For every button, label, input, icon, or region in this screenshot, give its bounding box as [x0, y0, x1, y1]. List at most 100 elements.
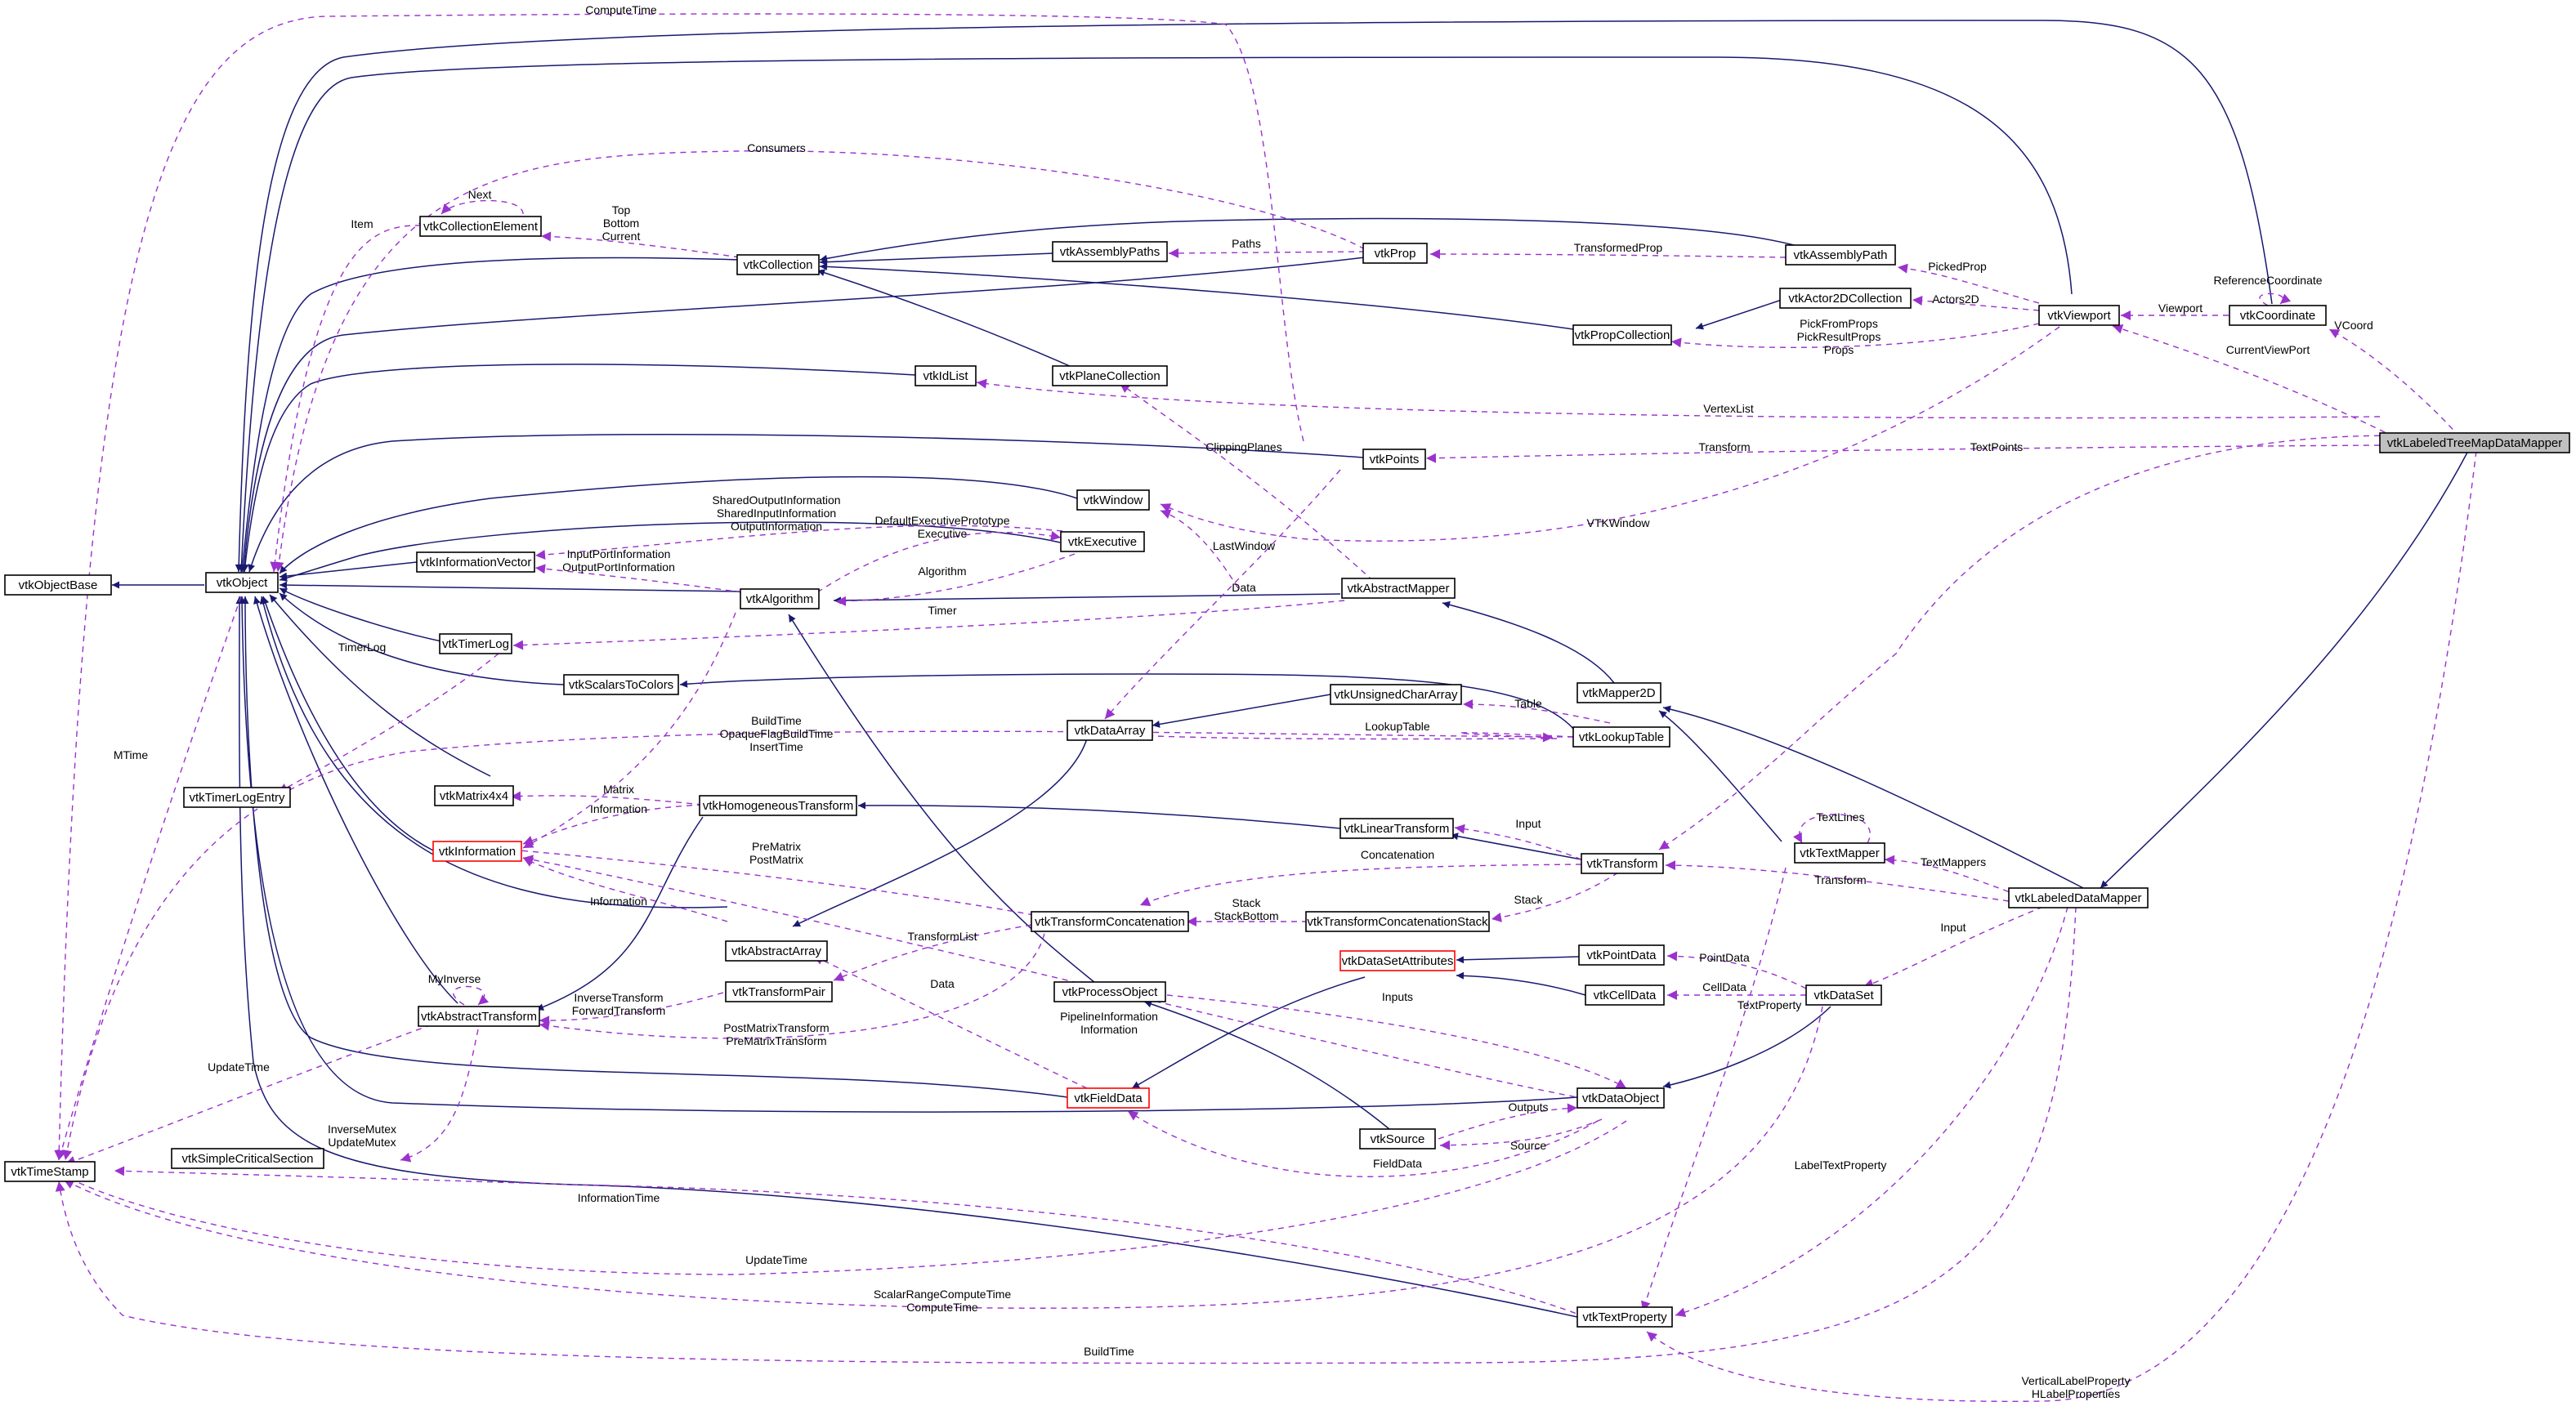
- node-vtkpointdata[interactable]: vtkPointData: [1578, 944, 1665, 966]
- svg-text:vtkTextProperty: vtkTextProperty: [1582, 1310, 1667, 1324]
- node-vtksimplecriticalsection[interactable]: vtkSimpleCriticalSection: [171, 1148, 324, 1169]
- label-transform-top: Transform: [1698, 440, 1750, 453]
- node-vtkfielddata[interactable]: vtkFieldData: [1067, 1087, 1150, 1109]
- node-vtktransformpair[interactable]: vtkTransformPair: [725, 981, 833, 1002]
- label-inputportinformation: InputPortInformation: [567, 547, 671, 560]
- node-vtkidlist[interactable]: vtkIdList: [915, 365, 977, 386]
- svg-text:vtkPropCollection: vtkPropCollection: [1575, 328, 1670, 342]
- node-vtkdataarray[interactable]: vtkDataArray: [1067, 720, 1153, 741]
- node-vtkcelldata[interactable]: vtkCellData: [1585, 984, 1665, 1006]
- node-vtkdatasetattributes[interactable]: vtkDataSetAttributes: [1339, 950, 1456, 971]
- node-vtkunsignedchararray[interactable]: vtkUnsignedCharArray: [1330, 684, 1462, 705]
- node-vtktransform[interactable]: vtkTransform: [1581, 853, 1664, 874]
- svg-text:vtkDataArray: vtkDataArray: [1075, 724, 1146, 738]
- node-vtkviewport[interactable]: vtkViewport: [2038, 305, 2120, 326]
- edge-lookuptable-dataarray: [1134, 730, 1558, 741]
- node-vtkmapper2d[interactable]: vtkMapper2D: [1576, 682, 1661, 703]
- label-fielddata: FieldData: [1373, 1157, 1422, 1170]
- edge-assemblypath-to-collection: [819, 217, 1795, 262]
- node-vtkpropcollection[interactable]: vtkPropCollection: [1572, 324, 1672, 346]
- edge-updatetime-bottom: [65, 1120, 1627, 1275]
- node-vtkcollectionelement[interactable]: vtkCollectionElement: [419, 216, 542, 237]
- edge-defaultexecutive: [816, 530, 1062, 593]
- node-vtkmatrix4x4[interactable]: vtkMatrix4x4: [434, 785, 514, 806]
- edge-fielddata: [1127, 1110, 1599, 1177]
- edge-timerlog-to-object: [279, 587, 442, 642]
- edge-collection-to-object: [239, 257, 740, 573]
- node-vtkcollection[interactable]: vtkCollection: [736, 254, 820, 275]
- label-forwardtransform: ForwardTransform: [572, 1004, 666, 1017]
- edge-source-to-processobject: [1143, 1000, 1390, 1130]
- edge-pipelineinfo: [522, 855, 1586, 1100]
- label-inputs: Inputs: [1382, 990, 1413, 1003]
- svg-text:vtkAbstractMapper: vtkAbstractMapper: [1347, 582, 1449, 596]
- label-updatemutex: UpdateMutex: [328, 1136, 396, 1149]
- edge-informationtime: [114, 1166, 1586, 1318]
- node-vtkabstractmapper[interactable]: vtkAbstractMapper: [1341, 578, 1456, 599]
- node-vtktransformconcatenationstack[interactable]: vtkTransformConcatenationStack: [1305, 911, 1490, 932]
- svg-text:vtkLabeledTreeMapDataMapper: vtkLabeledTreeMapDataMapper: [2387, 436, 2563, 450]
- edge-unsignedchararray-to-dataarray: [1152, 694, 1331, 728]
- node-vtkplanecollection[interactable]: vtkPlaneCollection: [1052, 365, 1168, 386]
- label-buildtime: BuildTime: [1084, 1345, 1134, 1358]
- node-vtkpoints[interactable]: vtkPoints: [1362, 449, 1426, 470]
- node-vtkprop[interactable]: vtkProp: [1362, 243, 1428, 264]
- label-concatenation: Concatenation: [1361, 848, 1434, 861]
- node-vtkabstracttransform[interactable]: vtkAbstractTransform: [418, 1006, 540, 1027]
- node-vtkcoordinate[interactable]: vtkCoordinate: [2229, 305, 2327, 326]
- edge-topbottomcurrent: [540, 231, 740, 258]
- edge-homogeneous-to-abstracttransform: [535, 816, 704, 1011]
- label-input-linear: Input: [1515, 817, 1541, 830]
- node-vtkscalarstocolors[interactable]: vtkScalarsToColors: [563, 674, 679, 695]
- node-vtklookuptable[interactable]: vtkLookupTable: [1572, 726, 1670, 748]
- svg-text:vtkCoordinate: vtkCoordinate: [2240, 309, 2316, 323]
- node-vtktimerlog[interactable]: vtkTimerLog: [439, 633, 512, 654]
- node-vtklabeleddatamapper[interactable]: vtkLabeledDataMapper: [2008, 887, 2149, 908]
- label-information-pipeline: Information: [1080, 1023, 1138, 1036]
- label-postmatrix: PostMatrix: [749, 853, 803, 866]
- node-vtksource[interactable]: vtkSource: [1359, 1128, 1436, 1149]
- edge-algorithm: [835, 553, 1076, 606]
- node-vtktimerlogentry[interactable]: vtkTimerLogEntry: [183, 787, 291, 808]
- svg-text:vtkDataSetAttributes: vtkDataSetAttributes: [1342, 954, 1454, 968]
- label-hlabelproperties: HLabelProperties: [2032, 1387, 2120, 1400]
- edge-lineartransform-to-homogeneous: [857, 801, 1341, 829]
- node-vtkobjectbase[interactable]: vtkObjectBase: [4, 574, 112, 596]
- node-vtkactor2dcollection[interactable]: vtkActor2DCollection: [1779, 288, 1912, 309]
- label-information-array: Information: [590, 895, 647, 908]
- node-vtkdataobject[interactable]: vtkDataObject: [1576, 1087, 1665, 1109]
- node-vtkexecutive[interactable]: vtkExecutive: [1060, 531, 1145, 552]
- svg-text:vtkObjectBase: vtkObjectBase: [19, 578, 98, 592]
- svg-text:vtkPlaneCollection: vtkPlaneCollection: [1059, 369, 1160, 383]
- node-vtkalgorithm[interactable]: vtkAlgorithm: [740, 588, 820, 609]
- node-vtkinformation[interactable]: vtkInformation: [432, 841, 522, 862]
- edge-clippingplanes: [1119, 382, 1382, 589]
- label-matrix: Matrix: [603, 783, 634, 796]
- node-vtklineartransform[interactable]: vtkLinearTransform: [1339, 818, 1454, 839]
- edge-labeled-to-mapper2d: [1662, 705, 2089, 891]
- node-vtktextmapper[interactable]: vtkTextMapper: [1794, 842, 1885, 864]
- node-vtkassemblypath[interactable]: vtkAssemblyPath: [1785, 244, 1896, 266]
- node-vtktransformconcatenation[interactable]: vtkTransformConcatenation: [1031, 911, 1189, 932]
- label-item: Item: [351, 217, 373, 230]
- node-vtkhomogeneoustransform[interactable]: vtkHomogeneousTransform: [699, 795, 857, 816]
- label-currentviewport: CurrentViewPort: [2226, 343, 2310, 356]
- node-vtkabstractarray[interactable]: vtkAbstractArray: [725, 940, 828, 962]
- edge-vertexlist: [976, 378, 2381, 419]
- node-vtktextproperty[interactable]: vtkTextProperty: [1576, 1306, 1673, 1328]
- node-vtktimestamp[interactable]: vtkTimeStamp: [4, 1161, 96, 1182]
- label-computetime-bottom: ComputeTime: [906, 1301, 978, 1314]
- node-vtkprocessobject[interactable]: vtkProcessObject: [1053, 981, 1166, 1002]
- label-stack-a: Stack: [1232, 896, 1261, 909]
- node-vtklabeledtreemapdatamapper[interactable]: vtkLabeledTreeMapDataMapper: [2379, 432, 2570, 453]
- node-vtkobject[interactable]: vtkObject: [205, 572, 279, 593]
- node-vtkinformationvector[interactable]: vtkInformationVector: [416, 551, 535, 573]
- label-transformedprop: TransformedProp: [1574, 241, 1663, 254]
- label-lastwindow: LastWindow: [1213, 539, 1276, 552]
- node-vtkdataset[interactable]: vtkDataSet: [1805, 984, 1882, 1006]
- node-vtkassemblypaths[interactable]: vtkAssemblyPaths: [1052, 241, 1168, 262]
- node-vtkwindow[interactable]: vtkWindow: [1076, 489, 1150, 511]
- label-vertexlist: VertexList: [1703, 402, 1754, 415]
- label-outputportinformation: OutputPortInformation: [562, 560, 675, 574]
- svg-text:vtkSource: vtkSource: [1371, 1132, 1425, 1146]
